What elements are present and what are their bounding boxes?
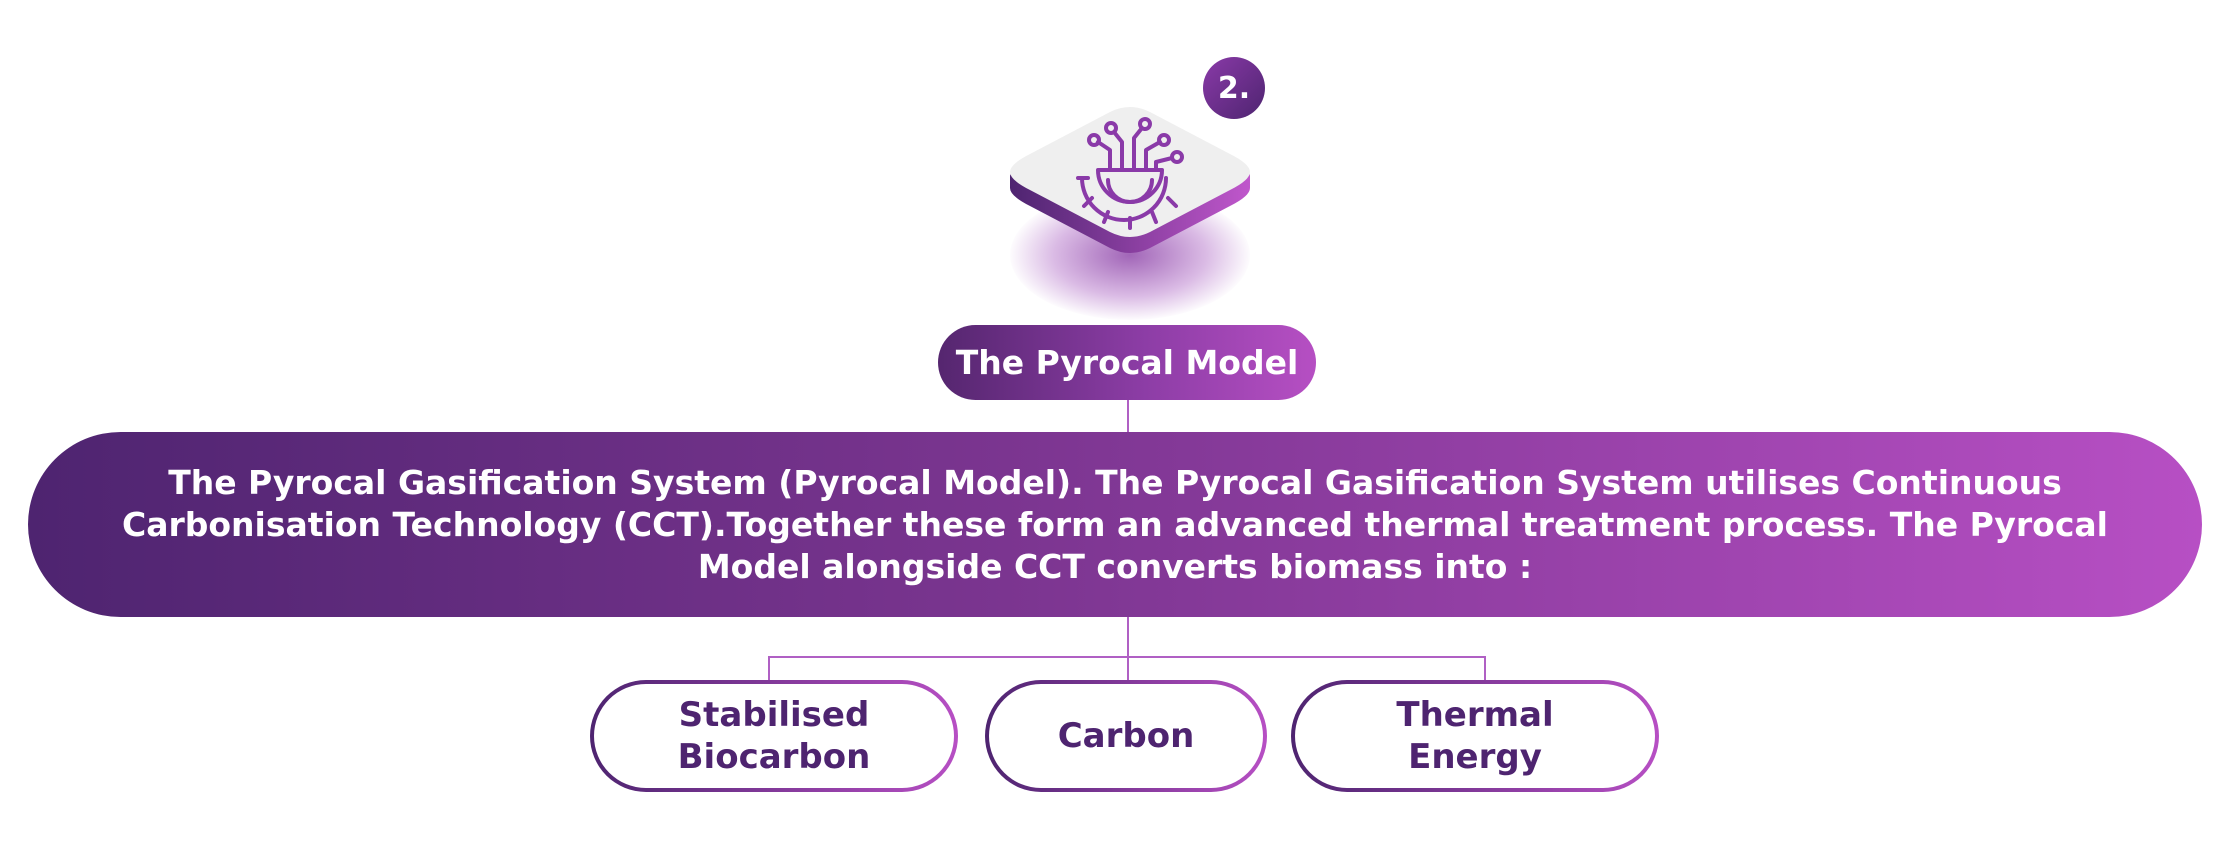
output-stabilised-biocarbon: Stabilised Biocarbon [590,680,958,792]
output-label: Stabilised Biocarbon [594,684,954,788]
description-pill: The Pyrocal Gasification System (Pyrocal… [28,432,2202,617]
output-label-line1: Stabilised [678,695,870,735]
description-text: The Pyrocal Gasification System (Pyrocal… [122,462,2108,586]
output-label-line1: Carbon [1057,716,1195,756]
output-label-line1: Thermal [1396,695,1554,735]
gear-circuit-icon [1076,117,1184,230]
output-label: Thermal Energy [1295,684,1655,788]
connector-branch-right [1484,656,1486,681]
output-carbon: Carbon [985,680,1267,792]
connector-branch-left [768,656,770,681]
icon-tile [1010,107,1250,253]
step-badge: 2. [1203,57,1265,119]
title-pill: The Pyrocal Model [938,325,1316,400]
output-label-line2: Energy [1408,737,1542,777]
connector-title-desc [1127,400,1129,432]
output-thermal-energy: Thermal Energy [1291,680,1659,792]
connector-desc-trunk [1127,617,1129,681]
connector-branch-bar [768,656,1486,658]
output-label: Carbon [989,684,1263,788]
output-label-line2: Biocarbon [677,737,871,777]
